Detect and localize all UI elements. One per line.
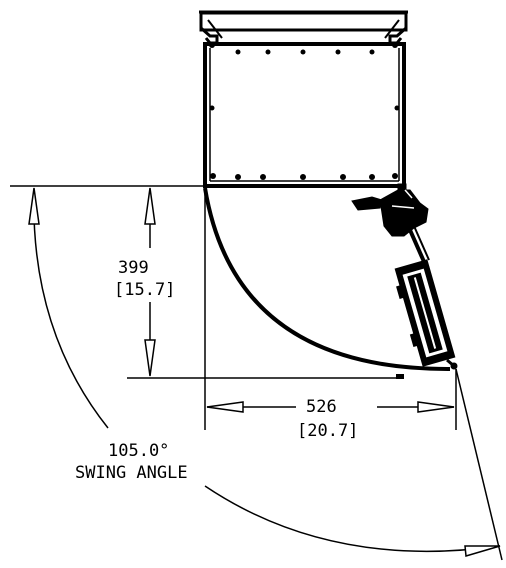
swing-angle-label: SWING ANGLE: [75, 463, 188, 483]
cabinet: [199, 10, 408, 188]
swing-angle-arc-lower: [204, 485, 501, 553]
swing-angle-dimension: [28, 187, 501, 557]
horizontal-dimension: 526 [20.7]: [206, 397, 455, 441]
arrow-down: [144, 339, 156, 377]
swung-door: [351, 183, 458, 370]
cabinet-top-rail: [199, 11, 408, 32]
cabinet-body: [203, 42, 406, 188]
vertical-dimension-inches: [15.7]: [114, 280, 175, 300]
swing-angle-arc-upper: [33, 189, 109, 429]
vertical-dimension-value: 399: [118, 258, 149, 278]
swing-angle-value: 105.0°: [108, 441, 169, 461]
arrow-swing-start: [28, 187, 40, 225]
cabinet-bolts: [209, 49, 400, 180]
horizontal-dimension-value: 526: [306, 397, 337, 417]
door-swing-arc: [203, 187, 451, 372]
arrow-swing-end: [464, 545, 501, 557]
arrow-up: [144, 187, 156, 225]
arrow-right: [417, 401, 455, 413]
vertical-dimension: 399 [15.7]: [114, 187, 175, 377]
hinge-assembly: [379, 189, 429, 237]
extension-lines: [10, 185, 503, 561]
arrow-left: [206, 401, 244, 413]
horizontal-dimension-inches: [20.7]: [297, 421, 358, 441]
